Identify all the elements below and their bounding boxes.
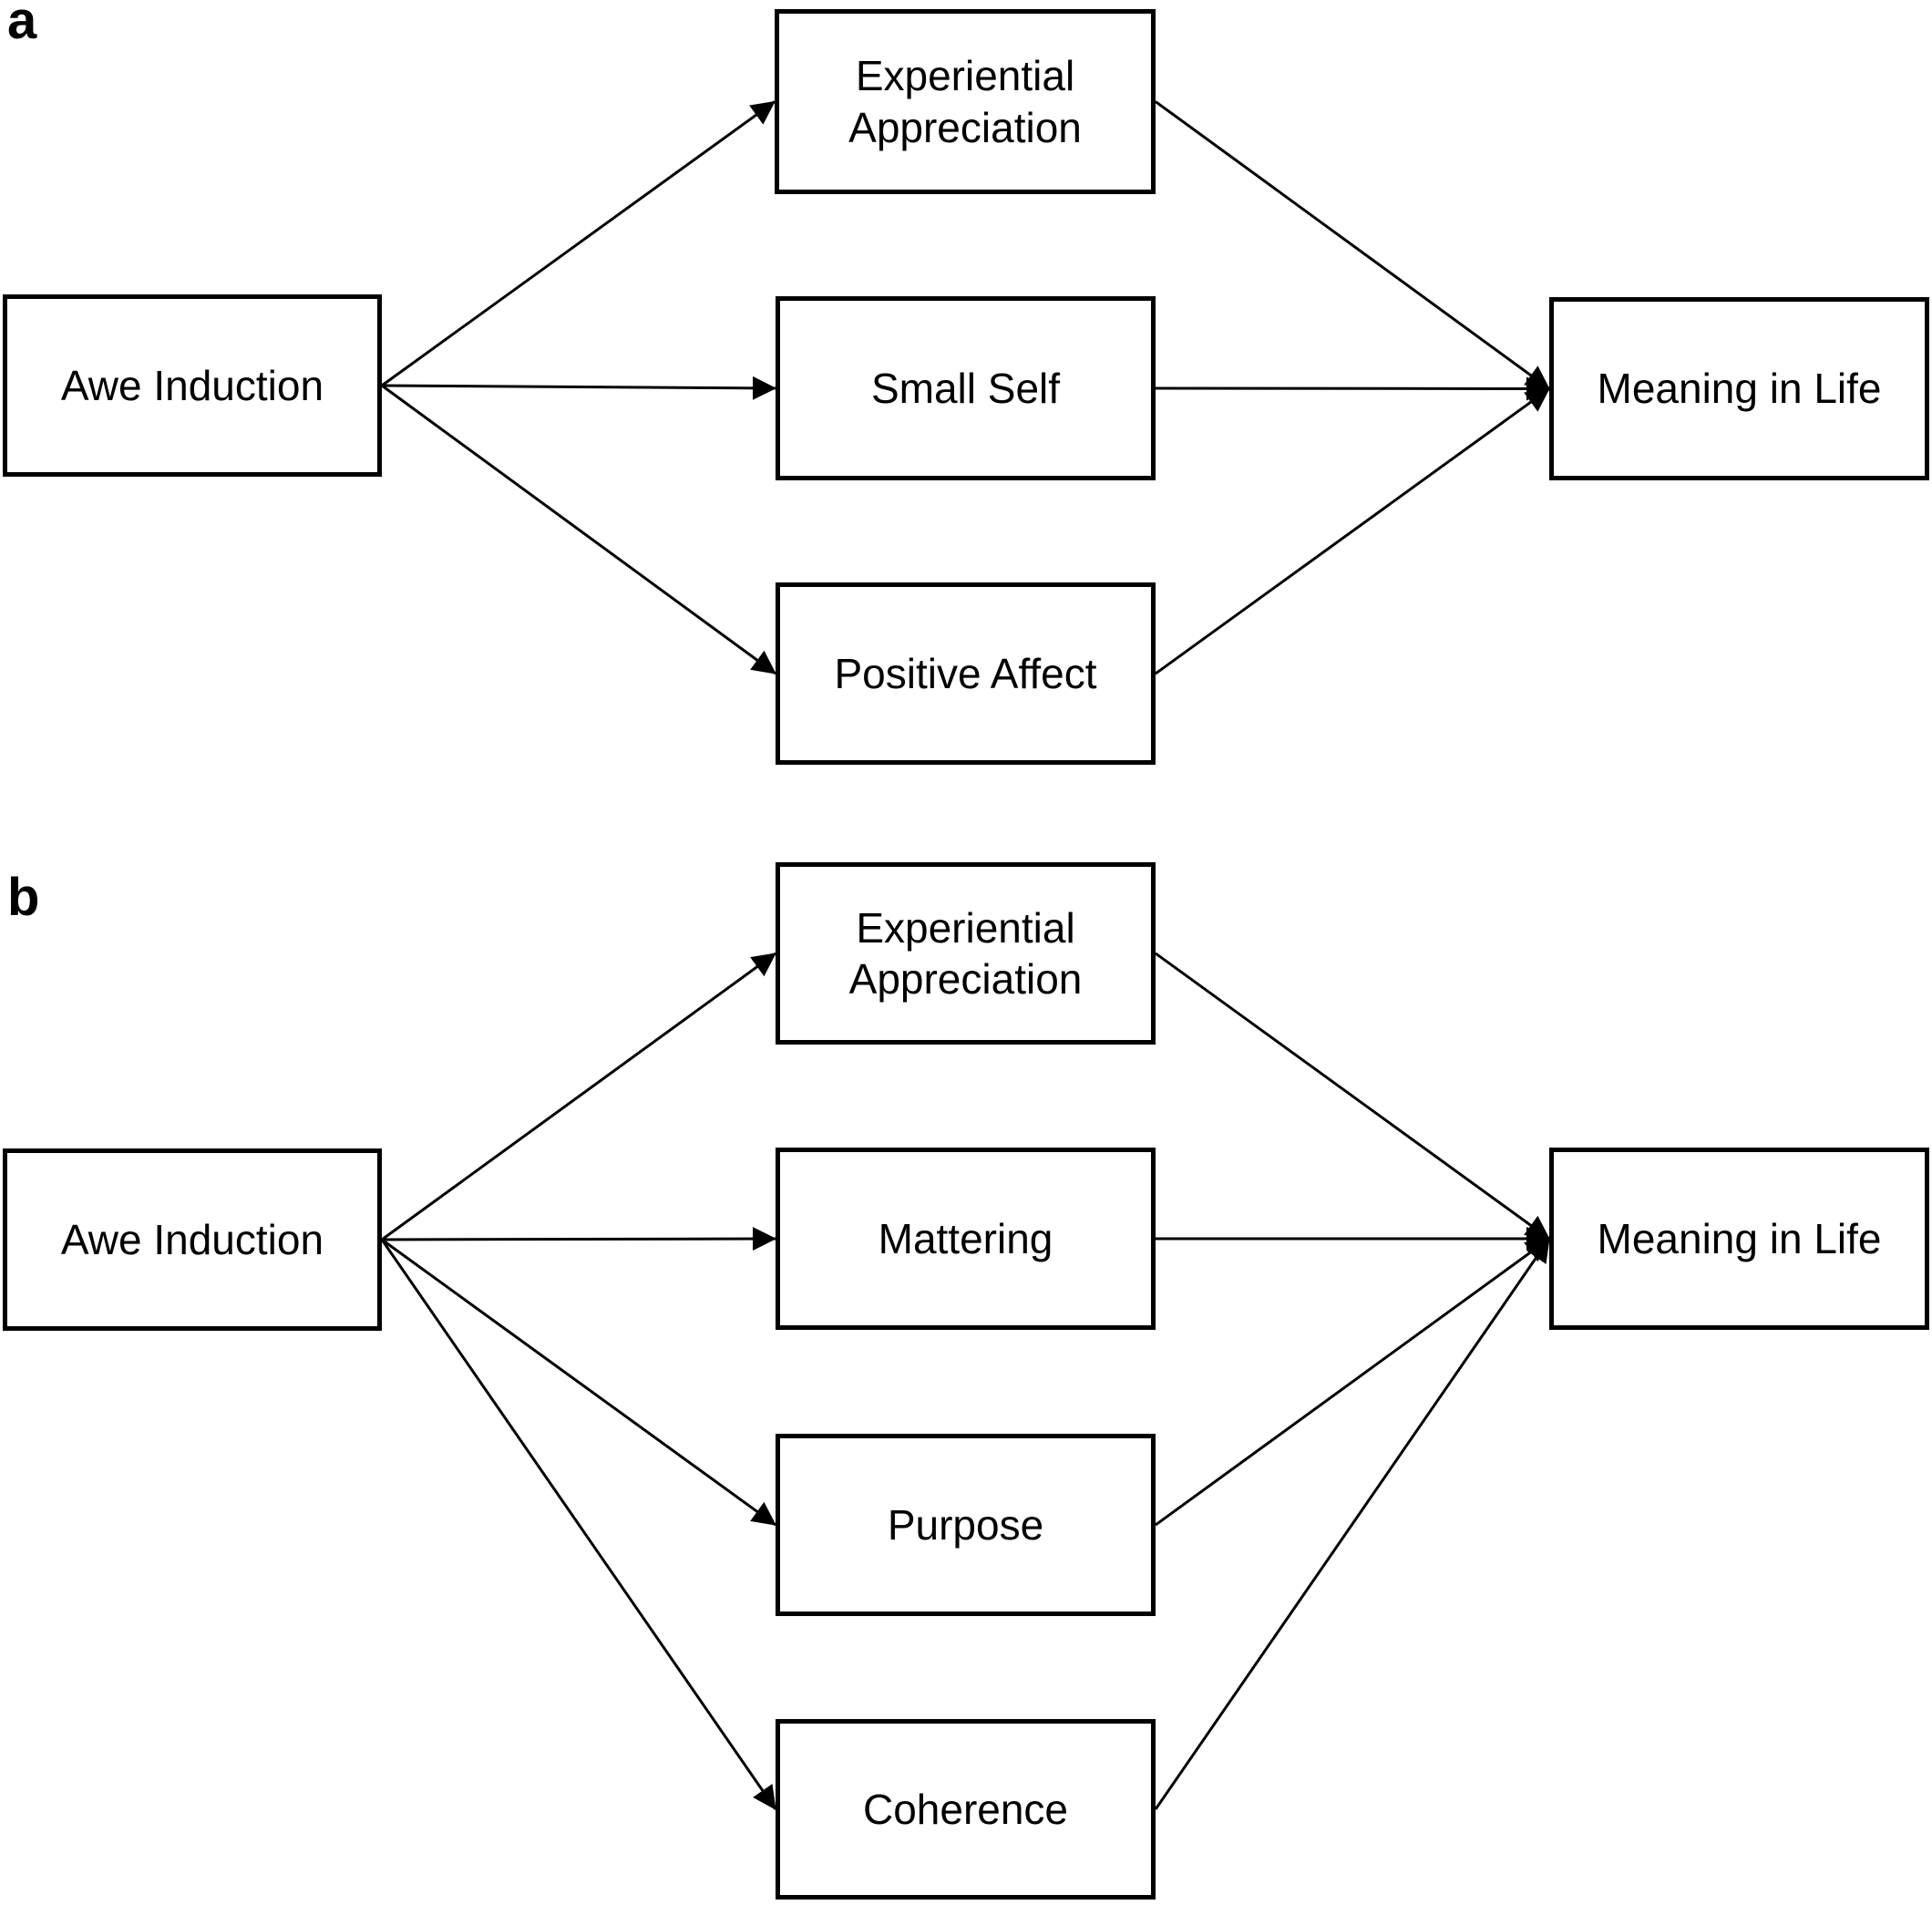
edge-ss-a-to-mil-a <box>1155 376 1550 401</box>
node-mil-a: Meaning in Life <box>1549 297 1929 480</box>
edge-awe-a-to-ea-a <box>381 100 776 387</box>
node-label: Experiential Appreciation <box>848 52 1082 151</box>
node-label: Purpose <box>887 1500 1044 1549</box>
panel-b-label: b <box>7 868 40 927</box>
node-label: Small Self <box>870 364 1061 412</box>
node-label: Mattering <box>878 1214 1053 1262</box>
node-ea-b: Experiential Appreciation <box>776 862 1156 1045</box>
edge-awe-b-to-pur-b <box>381 1238 776 1527</box>
node-label: Experiential Appreciation <box>848 903 1083 1003</box>
node-ss-a: Small Self <box>776 296 1156 480</box>
edge-ea-b-to-mil-b <box>1155 952 1550 1241</box>
edge-coh-b-to-mil-b <box>1154 1238 1551 1810</box>
node-pur-b: Purpose <box>776 1434 1156 1616</box>
node-mil-b: Meaning in Life <box>1549 1148 1929 1330</box>
edge-awe-b-to-mat-b <box>381 1227 776 1251</box>
edge-ea-a-to-mil-a <box>1155 100 1550 390</box>
node-coh-b: Coherence <box>776 1719 1156 1900</box>
node-label: Awe Induction <box>60 361 324 409</box>
node-label: Meaning in Life <box>1597 1214 1882 1262</box>
node-label: Positive Affect <box>834 649 1097 697</box>
edge-awe-a-to-pa-a <box>381 384 776 675</box>
node-ea-a: Experiential Appreciation <box>775 9 1156 194</box>
edge-awe-a-to-ss-a <box>381 376 776 400</box>
node-pa-a: Positive Affect <box>776 582 1156 765</box>
node-label: Coherence <box>862 1785 1069 1833</box>
edge-pur-b-to-mil-b <box>1155 1237 1550 1527</box>
edge-awe-b-to-coh-b <box>380 1239 777 1810</box>
node-label: Meaning in Life <box>1597 365 1882 413</box>
node-awe-b: Awe Induction <box>3 1148 382 1331</box>
panel-a-label: a <box>7 0 37 50</box>
node-mat-b: Mattering <box>776 1148 1156 1330</box>
node-label: Awe Induction <box>60 1215 324 1263</box>
edge-awe-b-to-ea-b <box>381 952 776 1241</box>
node-awe-a: Awe Induction <box>3 294 382 477</box>
edge-pa-a-to-mil-a <box>1155 387 1550 675</box>
